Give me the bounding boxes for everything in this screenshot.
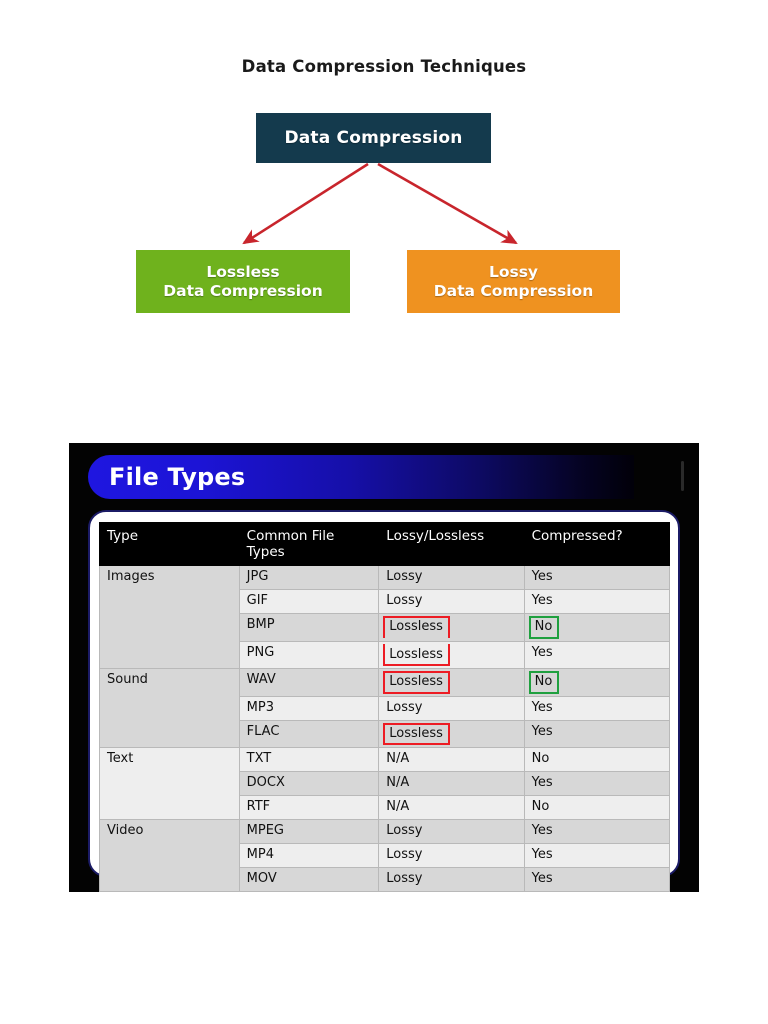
- node-lossless-data-compression: Lossless Data Compression: [136, 250, 350, 313]
- table-cell-file-type: GIF: [238, 589, 380, 614]
- node-lossless-line2: Data Compression: [163, 281, 323, 300]
- table-cell-type-group: Sound: [99, 668, 240, 749]
- table-cell-compressed: Yes: [523, 867, 671, 893]
- table-cell-file-type: PNG: [238, 640, 380, 670]
- table-cell-file-type: JPG: [238, 565, 380, 590]
- column-header-files-line2: Types: [246, 544, 285, 560]
- green-highlight-box: No: [528, 616, 560, 639]
- file-types-panel: File Types Type Common File Types Lossy/…: [69, 443, 699, 893]
- compression-diagram: Data Compression Lossless Data Compressi…: [0, 0, 768, 340]
- table-cell-compressed: Yes: [523, 565, 671, 590]
- table-cell-compressed: Yes: [523, 771, 671, 797]
- table-cell-lossy-lossless: Lossless: [378, 640, 525, 670]
- diagram-arrows: [242, 162, 518, 245]
- table-cell-compressed: Yes: [523, 695, 671, 721]
- table-cell-file-type: FLAC: [238, 719, 380, 749]
- table-cell-lossy-lossless: N/A: [378, 747, 525, 773]
- table-cell-type-group: Video: [99, 819, 240, 893]
- red-highlight-box: Lossless: [383, 722, 450, 746]
- node-data-compression: Data Compression: [256, 113, 491, 163]
- table-cell-lossy-lossless: Lossy: [378, 565, 525, 590]
- table-cell-compressed: Yes: [523, 819, 671, 845]
- red-highlight-box: Lossless: [383, 671, 450, 694]
- table-cell-lossy-lossless: Lossless: [378, 668, 525, 697]
- table-cell-lossy-lossless: Lossless: [378, 613, 525, 642]
- table-cell-type-group: Images: [99, 564, 240, 670]
- node-lossy-data-compression: Lossy Data Compression: [407, 250, 620, 313]
- node-lossy-line2: Data Compression: [433, 281, 594, 300]
- green-highlight-box: No: [528, 671, 560, 694]
- table-cell-file-type: WAV: [238, 668, 380, 697]
- table-cell-lossy-lossless: Lossy: [378, 819, 525, 845]
- page-title: Data Compression Techniques: [241, 57, 527, 76]
- file-types-banner: File Types: [88, 455, 634, 499]
- banner-title: File Types: [109, 463, 246, 491]
- table-cell-file-type: MP4: [238, 843, 380, 869]
- table-cell-compressed: No: [523, 613, 671, 642]
- table-cell-file-type: MP3: [238, 695, 380, 721]
- file-types-table: Type Common File Types Lossy/Lossless Co…: [99, 522, 671, 893]
- table-cell-file-type: BMP: [238, 613, 380, 642]
- table-cell-compressed: No: [523, 668, 671, 697]
- table-cell-lossy-lossless: Lossy: [378, 695, 525, 721]
- table-cell-lossy-lossless: N/A: [378, 795, 525, 821]
- table-cell-file-type: RTF: [238, 795, 380, 821]
- table-cell-compressed: Yes: [523, 589, 671, 614]
- table-cell-lossy-lossless: Lossy: [378, 843, 525, 869]
- node-lossless-line1: Lossless: [206, 263, 280, 282]
- arrow-to-lossless: [242, 162, 369, 245]
- table-cell-lossy-lossless: N/A: [378, 771, 525, 797]
- column-header-compressed: Compressed?: [523, 522, 671, 566]
- node-lossy-line1: Lossy: [488, 263, 539, 282]
- column-header-common-file-types: Common File Types: [238, 522, 380, 566]
- red-highlight-box: Lossless: [383, 643, 450, 667]
- column-header-type: Type: [99, 522, 240, 566]
- column-header-files-line1: Common File: [246, 528, 335, 544]
- table-header-row: Type Common File Types Lossy/Lossless Co…: [99, 522, 671, 566]
- file-types-card: Type Common File Types Lossy/Lossless Co…: [88, 510, 680, 893]
- banner-edge-sliver: [681, 461, 684, 491]
- table-cell-compressed: No: [523, 795, 671, 821]
- table-cell-lossy-lossless: Lossy: [378, 589, 525, 614]
- table-cell-compressed: Yes: [523, 640, 671, 670]
- table-cell-lossy-lossless: Lossy: [378, 867, 525, 893]
- table-cell-lossy-lossless: Lossless: [378, 719, 525, 749]
- table-cell-file-type: MOV: [238, 867, 380, 893]
- table-cell-type-group: Text: [99, 747, 240, 821]
- table-cell-file-type: TXT: [238, 747, 380, 773]
- table-cell-compressed: Yes: [523, 843, 671, 869]
- table-cell-compressed: No: [523, 747, 671, 773]
- node-root-label: Data Compression: [284, 127, 463, 148]
- red-highlight-box: Lossless: [383, 616, 450, 638]
- table-cell-compressed: Yes: [523, 719, 671, 749]
- arrow-to-lossy: [377, 162, 518, 245]
- table-cell-file-type: DOCX: [238, 771, 380, 797]
- table-cell-file-type: MPEG: [238, 819, 380, 845]
- column-header-lossy-lossless: Lossy/Lossless: [378, 522, 525, 566]
